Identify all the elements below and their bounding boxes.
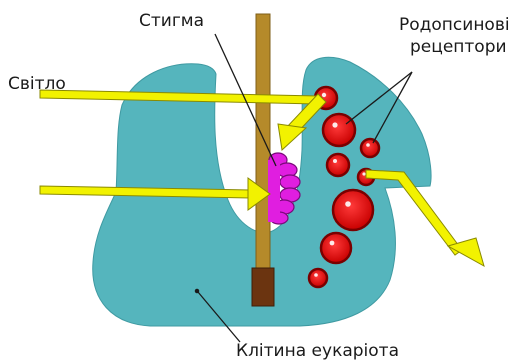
label-rhodopsin-line2: рецептори [410, 37, 507, 57]
label-light: Світло [8, 74, 66, 94]
receptor [361, 139, 379, 157]
receptor [309, 269, 327, 287]
leader-cell-dot [195, 289, 198, 292]
receptor [323, 114, 355, 146]
label-rhodopsin-line1: Родопсинові [399, 15, 510, 35]
receptor [333, 190, 373, 230]
flagellum [256, 14, 270, 276]
receptor [321, 233, 351, 263]
receptor [327, 154, 349, 176]
label-cell: Клітина еукаріота [236, 341, 399, 361]
label-stigma: Стигма [139, 11, 204, 31]
flagellum-base [252, 268, 274, 306]
